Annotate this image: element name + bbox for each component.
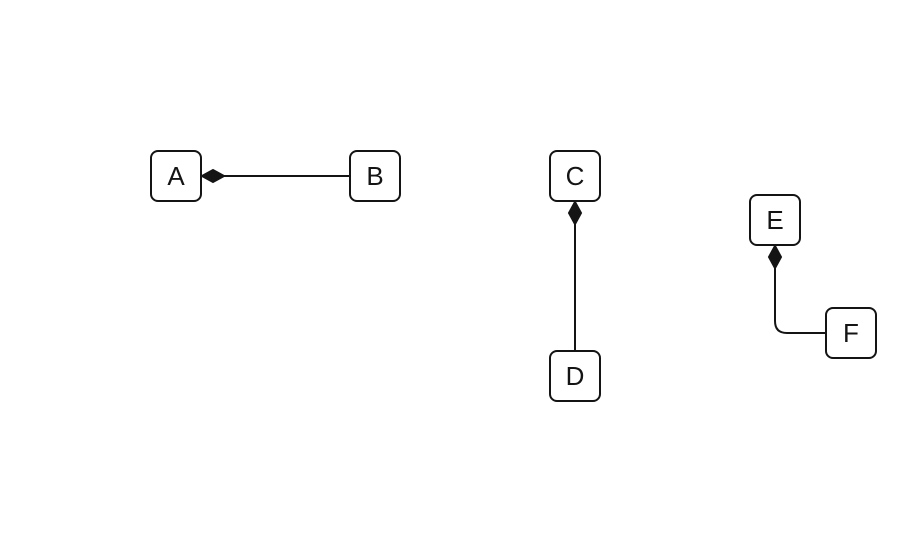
node-d[interactable]: D (549, 350, 601, 402)
node-b-label: B (366, 161, 384, 191)
node-d-label: D (565, 361, 585, 391)
node-b[interactable]: B (349, 150, 401, 202)
node-c-label: C (565, 161, 585, 191)
node-f[interactable]: F (825, 307, 877, 359)
node-a[interactable]: A (150, 150, 202, 202)
node-c[interactable]: C (549, 150, 601, 202)
node-f-label: F (843, 318, 859, 348)
edge-e-f[interactable] (767, 243, 825, 334)
composition-diamond-icon-a (199, 168, 227, 184)
edge-a-b[interactable] (199, 168, 349, 184)
edge-c-d[interactable] (567, 199, 583, 350)
edge-e-f-line (774, 268, 825, 334)
node-e-label: E (766, 205, 784, 235)
composition-diamond-icon-e (767, 243, 783, 271)
node-e[interactable]: E (749, 194, 801, 246)
node-a-label: A (167, 161, 185, 191)
composition-diamond-icon-c (567, 199, 583, 227)
